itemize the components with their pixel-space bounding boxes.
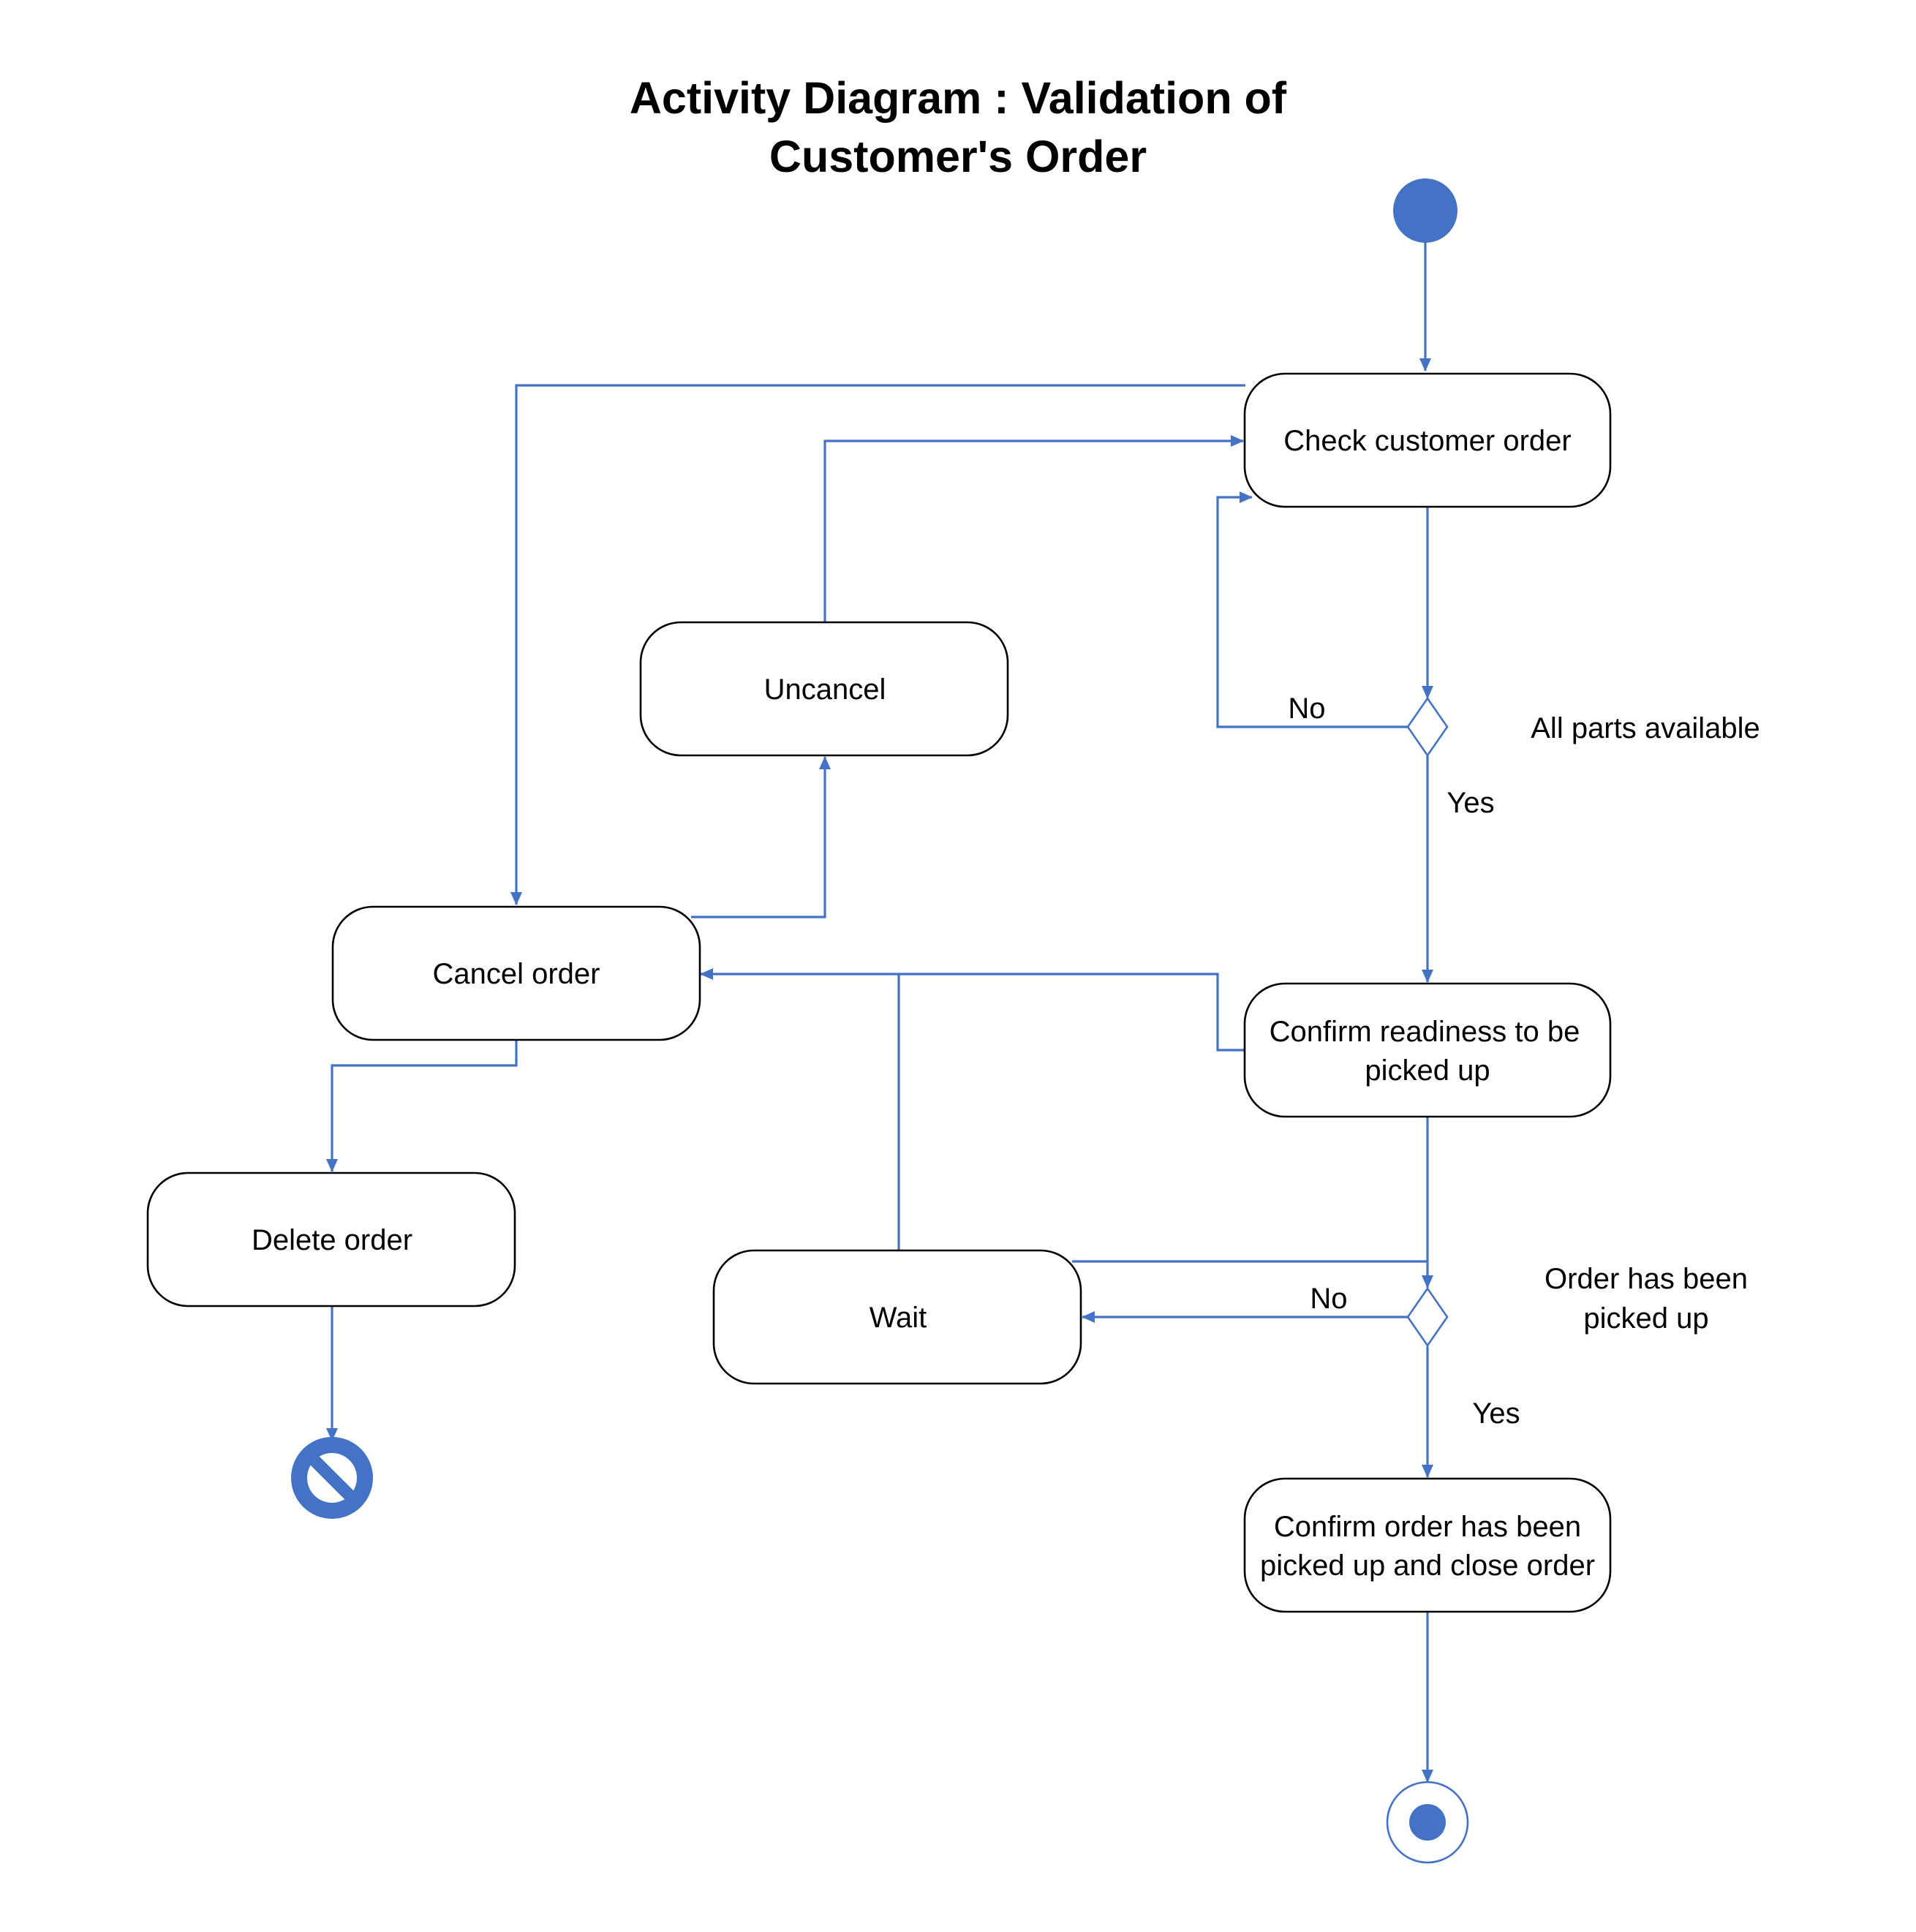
confirm-pickup-close-label-line1: Confirm order has been <box>1274 1511 1581 1543</box>
delete-order-label: Delete order <box>252 1224 412 1256</box>
diagram-title-line2: Customer's Order <box>769 132 1147 181</box>
confirm-readiness-node <box>1243 982 1612 1118</box>
delete-order-node <box>146 1171 516 1308</box>
flow-readiness-to-cancel <box>700 968 1245 1052</box>
parts-no-guard: No <box>1288 693 1325 725</box>
confirm-readiness-label-line2: picked up <box>1365 1054 1490 1087</box>
activity-final-icon <box>1386 1781 1469 1864</box>
check-customer-order-label: Check customer order <box>1283 425 1571 457</box>
flow-final-icon <box>291 1437 373 1519</box>
cancel-order-node <box>331 905 701 1041</box>
check-customer-order-node <box>1243 372 1612 508</box>
flow-parts-no-loop <box>1216 491 1408 728</box>
parts-decision-diamond <box>1406 696 1449 758</box>
initial-node-icon <box>1393 178 1457 243</box>
pickup-yes-guard: Yes <box>1472 1397 1520 1430</box>
flow-cancel-to-delete <box>326 1040 518 1172</box>
cancel-order-label: Cancel order <box>432 958 600 990</box>
flow-uncancel-to-check <box>823 435 1244 622</box>
pickup-decision-label-line2: picked up <box>1583 1302 1708 1335</box>
pickup-decision-diamond <box>1406 1286 1449 1348</box>
parts-decision-label: All parts available <box>1531 712 1760 744</box>
confirm-pickup-close-node <box>1243 1477 1612 1613</box>
confirm-readiness-label-line1: Confirm readiness to be <box>1270 1016 1580 1048</box>
pickup-decision-label-line1: Order has been <box>1545 1263 1748 1295</box>
uncancel-node <box>639 621 1009 757</box>
confirm-pickup-close-label-line2: picked up and close order <box>1260 1550 1595 1582</box>
diagram-title-line1: Activity Diagram : Validation of <box>630 73 1287 123</box>
parts-yes-guard: Yes <box>1447 787 1494 819</box>
flow-cancel-to-uncancel <box>691 756 831 918</box>
uncancel-label: Uncancel <box>764 673 886 706</box>
pickup-no-guard: No <box>1310 1283 1347 1315</box>
wait-label: Wait <box>870 1302 927 1334</box>
flow-check-to-cancel <box>510 384 1245 905</box>
wait-node <box>712 1249 1082 1385</box>
